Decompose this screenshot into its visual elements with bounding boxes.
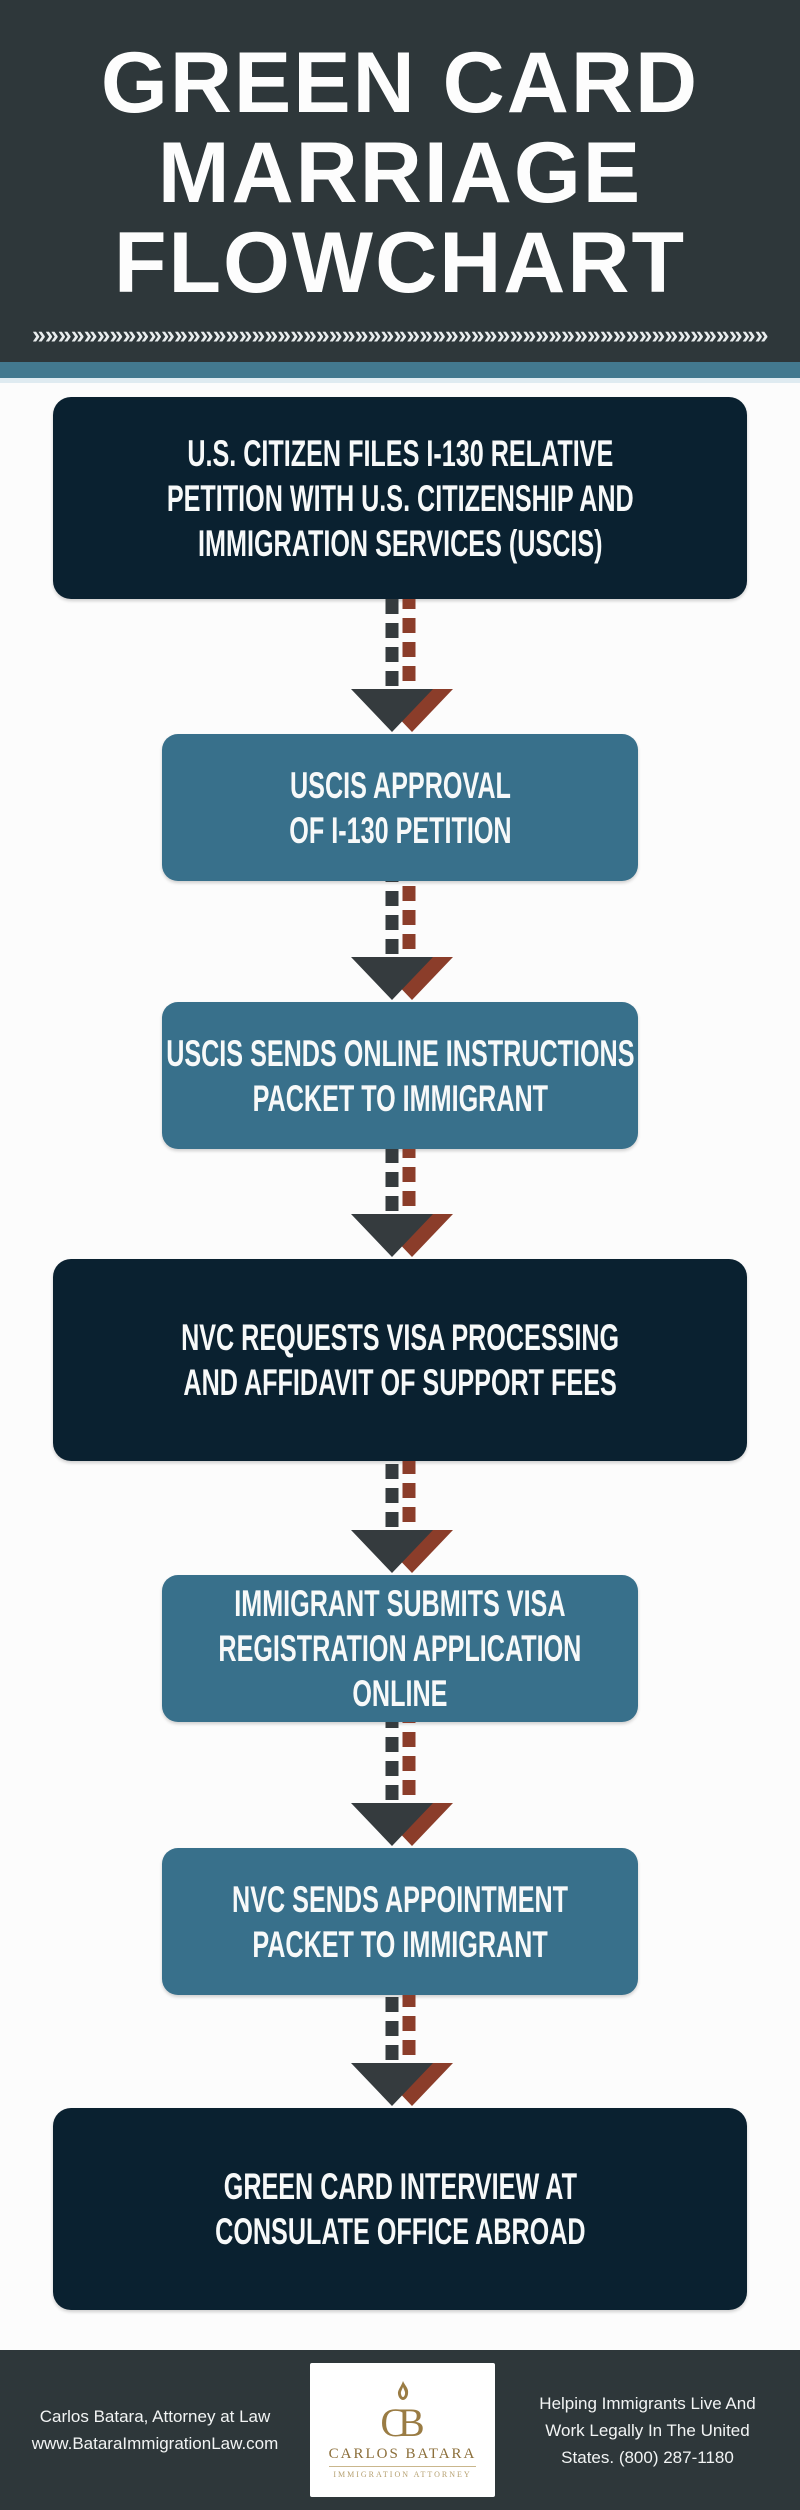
tagline-line-3: States. (800) 287-1180 [561, 2447, 734, 2467]
step-5-line-1: IMMIGRANT SUBMITS VISA [234, 1583, 566, 1624]
header: GREEN CARD MARRIAGE FLOWCHART »»»»»»»»»»… [0, 0, 800, 362]
step-3-text: USCIS SENDS ONLINE INSTRUCTIONS PACKET T… [166, 1031, 634, 1121]
down-arrow-icon [0, 599, 800, 734]
tagline-line-1: Helping Immigrants Live And [539, 2393, 756, 2413]
logo-name: CARLOS BATARA [328, 2446, 477, 2467]
step-1-text: U.S. CITIZEN FILES I-130 RELATIVE PETITI… [167, 431, 634, 566]
step-4-line-2: AND AFFIDAVIT OF SUPPORT FEES [183, 1362, 617, 1403]
step-7-text: GREEN CARD INTERVIEW AT CONSULATE OFFICE… [215, 2164, 585, 2254]
footer-contact-info: Helping Immigrants Live And Work Legally… [495, 2390, 800, 2471]
flame-icon [397, 2381, 408, 2400]
step-box-4: NVC REQUESTS VISA PROCESSING AND AFFIDAV… [53, 1259, 747, 1461]
step-1-line-1: U.S. CITIZEN FILES I-130 RELATIVE [187, 432, 613, 474]
footer-attorney-info: Carlos Batara, Attorney at Law www.Batar… [0, 2403, 310, 2457]
step-1-line-3: IMMIGRATION SERVICES (USCIS) [197, 522, 603, 564]
logo-card: CB CARLOS BATARA IMMIGRATION ATTORNEY [310, 2363, 495, 2497]
step-box-3: USCIS SENDS ONLINE INSTRUCTIONS PACKET T… [162, 1002, 638, 1149]
step-4-line-1: NVC REQUESTS VISA PROCESSING [180, 1317, 620, 1358]
step-2-text: USCIS APPROVAL OF I-130 PETITION [289, 763, 511, 853]
teal-accent-stripe [0, 362, 800, 378]
title-line-1: GREEN CARD [100, 35, 700, 131]
step-box-7: GREEN CARD INTERVIEW AT CONSULATE OFFICE… [53, 2108, 747, 2310]
title-line-3: FLOWCHART [113, 215, 687, 311]
flowchart: U.S. CITIZEN FILES I-130 RELATIVE PETITI… [0, 383, 800, 2350]
step-5-line-2: REGISTRATION APPLICATION [218, 1628, 582, 1669]
step-1-line-2: PETITION WITH U.S. CITIZENSHIP AND [166, 477, 634, 519]
step-6-text: NVC SENDS APPOINTMENT PACKET TO IMMIGRAN… [232, 1877, 568, 1967]
step-2-line-1: USCIS APPROVAL [289, 764, 511, 806]
step-6-line-1: NVC SENDS APPOINTMENT [232, 1878, 568, 1920]
chevron-divider: »»»»»»»»»»»»»»»»»»»»»»»»»»»»»»»»»»»»»»»»… [32, 321, 768, 349]
title-line-2: MARRIAGE [157, 125, 643, 221]
step-3-line-1: USCIS SENDS ONLINE INSTRUCTIONS [165, 1032, 635, 1074]
step-box-5: IMMIGRANT SUBMITS VISA REGISTRATION APPL… [162, 1575, 638, 1722]
attorney-website: www.BataraImmigrationLaw.com [31, 2434, 279, 2453]
step-7-line-2: CONSULATE OFFICE ABROAD [214, 2211, 586, 2252]
tagline-line-2: Work Legally In The United [545, 2420, 750, 2440]
step-box-2: USCIS APPROVAL OF I-130 PETITION [162, 734, 638, 881]
step-6-line-2: PACKET TO IMMIGRANT [252, 1923, 548, 1965]
down-arrow-icon [0, 1149, 800, 1259]
down-arrow-icon [0, 881, 800, 1002]
step-5-line-3: ONLINE [352, 1673, 448, 1714]
page-title: GREEN CARD MARRIAGE FLOWCHART [0, 38, 800, 308]
light-accent-stripe [0, 378, 800, 383]
down-arrow-icon [0, 1722, 800, 1848]
step-3-line-2: PACKET TO IMMIGRANT [252, 1077, 548, 1119]
step-4-text: NVC REQUESTS VISA PROCESSING AND AFFIDAV… [181, 1315, 619, 1405]
cb-monogram: CB [380, 2400, 424, 2445]
down-arrow-icon [0, 1995, 800, 2108]
step-2-line-2: OF I-130 PETITION [288, 809, 512, 851]
attorney-name: Carlos Batara, Attorney at Law [39, 2407, 271, 2426]
step-7-line-1: GREEN CARD INTERVIEW AT [223, 2166, 577, 2207]
step-5-text: IMMIGRANT SUBMITS VISA REGISTRATION APPL… [219, 1581, 582, 1716]
logo-tagline: IMMIGRATION ATTORNEY [333, 2470, 472, 2479]
down-arrow-icon [0, 1461, 800, 1575]
step-box-6: NVC SENDS APPOINTMENT PACKET TO IMMIGRAN… [162, 1848, 638, 1995]
step-box-1: U.S. CITIZEN FILES I-130 RELATIVE PETITI… [53, 397, 747, 599]
footer: Carlos Batara, Attorney at Law www.Batar… [0, 2350, 800, 2510]
